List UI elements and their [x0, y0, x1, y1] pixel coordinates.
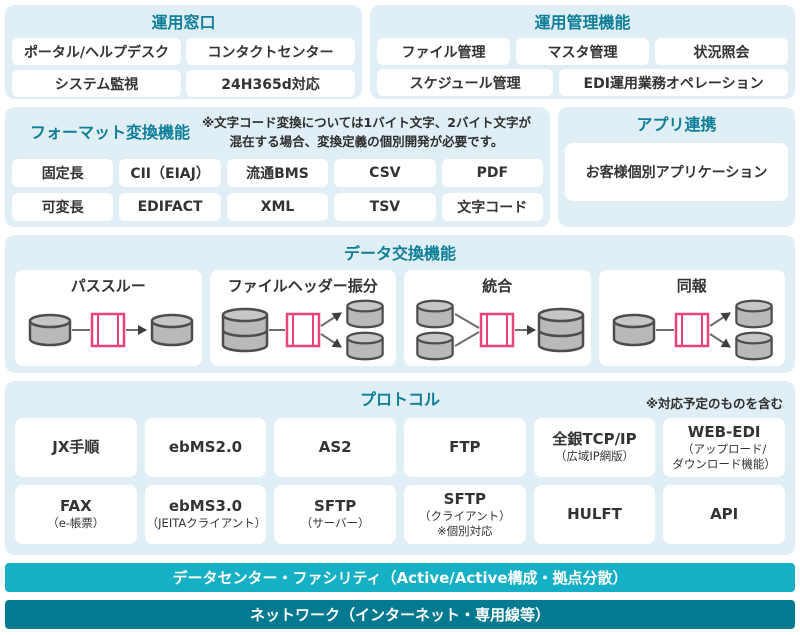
- connector-line: [454, 313, 480, 329]
- merge-diagram: [416, 299, 585, 361]
- card-merge: 統合: [404, 270, 591, 366]
- format-conversion-title: フォーマット変換機能: [30, 122, 191, 142]
- operation-management-row2: スケジュール管理 EDI運用業務オペレーション: [377, 69, 788, 96]
- feature-chip-customer-application: お客様個別アプリケーション: [565, 143, 788, 201]
- data-exchange-cards: パススルー ファイルヘッダー振分: [15, 270, 785, 366]
- protocol-title: プロトコル: [359, 390, 440, 409]
- database-icon: [29, 313, 72, 347]
- feature-chip-system-monitoring: システム監視: [12, 70, 181, 97]
- data-exchange-title: データ交換機能: [343, 244, 456, 263]
- arrow-line: [320, 333, 342, 348]
- feature-chip-schedule-management: スケジュール管理: [377, 69, 554, 96]
- card-broadcast-label: 同報: [676, 277, 707, 295]
- format-chip-ryutsu-bms: 流通BMS: [226, 158, 329, 187]
- database-icon: [345, 331, 384, 361]
- process-box-icon: [285, 312, 320, 348]
- broadcast-diagram: [612, 299, 773, 361]
- arrow-line: [709, 312, 731, 327]
- protocol-chip-api: API: [663, 485, 785, 544]
- feature-chip-portal-helpdesk: ポータル/ヘルプデスク: [12, 38, 181, 65]
- format-chip-variable-length: 可変長: [12, 192, 114, 221]
- protocol-chip-web-edi: WEB-EDI （アップロード/ ダウンロード機能）: [663, 418, 785, 477]
- card-file-header-split-label: ファイルヘッダー振分: [227, 277, 378, 295]
- passthrough-diagram: [29, 312, 194, 348]
- protocol-header: プロトコル ※対応予定のものを含む: [15, 389, 785, 413]
- format-chip-xml: XML: [226, 192, 329, 221]
- database-icon: [345, 299, 384, 329]
- datacenter-facility-bar: データセンター・ファシリティ（Active/Active構成・拠点分散）: [5, 563, 795, 592]
- protocol-note: ※対応予定のものを含む: [645, 396, 783, 411]
- arrow-line: [709, 333, 731, 348]
- database-icon: [416, 299, 455, 329]
- datacenter-facility-label: データセンター・ファシリティ（Active/Active構成・拠点分散）: [172, 569, 628, 587]
- protocol-chip-fax: FAX （e-帳票）: [15, 485, 137, 544]
- network-bar: ネットワーク（インターネット・専用線等）: [5, 600, 795, 629]
- format-chip-edifact: EDIFACT: [119, 192, 221, 221]
- protocol-chip-sftp-client: SFTP （クライアント） ※個別対応: [403, 485, 526, 544]
- top-row: 運用窓口 ポータル/ヘルプデスク コンタクトセンター システム監視 24H365…: [5, 5, 795, 99]
- protocol-chip-hulft: HULFT: [533, 485, 656, 544]
- second-row: フォーマット変換機能 ※文字コード変換については1バイト文字、2バイト文字が 混…: [5, 107, 795, 227]
- format-chip-char-code: 文字コード: [441, 192, 543, 221]
- format-chip-tsv: TSV: [334, 192, 436, 221]
- card-file-header-split: ファイルヘッダー振分: [209, 270, 396, 366]
- feature-chip-contact-center: コンタクトセンター: [186, 38, 355, 65]
- card-passthrough: パススルー: [15, 270, 202, 366]
- card-merge-label: 統合: [482, 277, 513, 295]
- feature-chip-master-management: マスタ管理: [516, 38, 649, 65]
- format-chip-csv: CSV: [334, 158, 436, 187]
- panel-protocol: プロトコル ※対応予定のものを含む JX手順 ebMS2.0 AS2 FTP 全…: [5, 381, 795, 555]
- protocol-chip-sftp-server: SFTP （サーバー）: [274, 485, 396, 544]
- card-passthrough-label: パススルー: [70, 277, 146, 295]
- feature-chip-24h365d: 24H365d対応: [186, 70, 355, 97]
- panel-app-link: アプリ連携 お客様個別アプリケーション: [558, 107, 795, 227]
- operation-window-items: ポータル/ヘルプデスク コンタクトセンター システム監視 24H365d対応: [12, 38, 355, 97]
- database-icon: [734, 299, 773, 329]
- feature-chip-edi-operation: EDI運用業務オペレーション: [559, 69, 788, 96]
- panel-operation-management: 運用管理機能 ファイル管理 マスタ管理 状況照会 スケジュール管理 EDI運用業…: [370, 5, 795, 99]
- operation-management-row1: ファイル管理 マスタ管理 状況照会: [377, 38, 788, 65]
- format-conversion-items: 固定長 CII（EIAJ） 流通BMS CSV PDF 可変長 EDIFACT …: [12, 158, 543, 221]
- process-box-icon: [480, 312, 515, 348]
- database-icon: [151, 313, 194, 347]
- protocol-grid: JX手順 ebMS2.0 AS2 FTP 全銀TCP/IP （広域IP網版） W…: [15, 418, 785, 544]
- database-stack-icon: [221, 307, 268, 353]
- panel-data-exchange: データ交換機能 パススルー ファイルヘッダー振分: [5, 235, 795, 373]
- network-label: ネットワーク（インターネット・専用線等）: [249, 606, 550, 624]
- operation-window-title: 運用窓口: [151, 13, 216, 32]
- protocol-chip-ebms20: ebMS2.0: [144, 418, 267, 477]
- format-conversion-header: フォーマット変換機能 ※文字コード変換については1バイト文字、2バイト文字が 混…: [12, 114, 543, 152]
- process-box-icon: [91, 312, 126, 348]
- file-header-split-diagram: [221, 299, 384, 361]
- database-icon: [612, 313, 655, 347]
- protocol-chip-ebms30: ebMS3.0 （JEITAクライアント）: [144, 485, 267, 544]
- connector-line: [454, 331, 480, 347]
- format-chip-pdf: PDF: [441, 158, 543, 187]
- protocol-chip-as2: AS2: [274, 418, 396, 477]
- format-conversion-note: ※文字コード変換については1バイト文字、2バイト文字が 混在する場合、変換定義の…: [202, 115, 531, 149]
- protocol-chip-jx: JX手順: [15, 418, 137, 477]
- process-box-icon: [674, 312, 709, 348]
- database-stack-icon: [538, 307, 585, 353]
- app-link-title: アプリ連携: [636, 115, 717, 134]
- protocol-chip-zengin: 全銀TCP/IP （広域IP網版）: [533, 418, 656, 477]
- database-icon: [734, 331, 773, 361]
- format-chip-cii-eiaj: CII（EIAJ）: [119, 158, 221, 187]
- operation-management-title: 運用管理機能: [534, 13, 631, 32]
- feature-chip-status-inquiry: 状況照会: [655, 38, 788, 65]
- protocol-chip-ftp: FTP: [403, 418, 526, 477]
- database-icon: [416, 331, 455, 361]
- feature-chip-file-management: ファイル管理: [377, 38, 510, 65]
- format-chip-fixed-length: 固定長: [12, 158, 114, 187]
- card-broadcast: 同報: [598, 270, 785, 366]
- panel-operation-window: 運用窓口 ポータル/ヘルプデスク コンタクトセンター システム監視 24H365…: [5, 5, 362, 99]
- panel-format-conversion: フォーマット変換機能 ※文字コード変換については1バイト文字、2バイト文字が 混…: [5, 107, 550, 227]
- arrow-line: [320, 312, 342, 327]
